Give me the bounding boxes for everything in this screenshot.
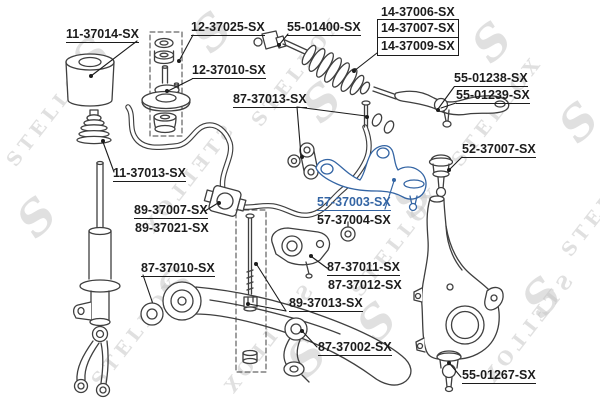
- part-label-52-37007-sx: 52-37007-SX: [462, 142, 536, 158]
- part-label-55-01239-sx: 55-01239-SX: [456, 88, 530, 104]
- bump-stop-drawing: [65, 53, 115, 107]
- stabilizer-link-drawing: [287, 100, 395, 242]
- part-label-57-37004-sx: 57-37004-SX: [317, 213, 391, 227]
- highlight-leader-line: [384, 178, 396, 210]
- part-label-14-37007-sx: 14-37007-SX: [381, 21, 455, 35]
- part-label-89-37013-sx: 89-37013-SX: [289, 296, 363, 312]
- part-label-89-37021-sx: 89-37021-SX: [135, 221, 209, 235]
- radius-rod-bushing-drawing: [283, 317, 310, 383]
- part-label-87-37002-sx: 87-37002-SX: [318, 340, 392, 356]
- part-label-11-37014-sx: 11-37014-SX: [66, 27, 139, 43]
- part-label-14-37006-sx: 14-37006-SX: [381, 5, 455, 19]
- steering-rack-drawing: [253, 30, 510, 128]
- part-label-12-37025-sx: 12-37025-SX: [191, 20, 265, 36]
- stabilizer-bushing-bracket-drawing: [203, 185, 247, 217]
- part-label-87-37010-sx: 87-37010-SX: [141, 261, 215, 277]
- part-label-57-37003-sx-selected[interactable]: 57-37003-SX: [317, 195, 391, 211]
- part-label-14-37009-sx: 14-37009-SX: [378, 37, 458, 55]
- part-label-12-37010-sx: 12-37010-SX: [192, 63, 266, 79]
- part-label-87-37011-sx: 87-37011-SX: [327, 260, 400, 276]
- upper-arm-bracket-drawing: [271, 227, 331, 279]
- dust-boot-drawing: [76, 109, 112, 145]
- part-label-55-01267-sx: 55-01267-SX: [462, 368, 536, 384]
- part-label-87-37013-sx: 87-37013-SX: [233, 92, 307, 108]
- upper-control-arm-drawing: [315, 145, 427, 212]
- strut-drawing: [72, 160, 121, 398]
- part-label-89-37007-sx: 89-37007-SX: [134, 203, 208, 219]
- part-label-group-box: 14-37007-SX 14-37009-SX: [377, 19, 459, 56]
- leader-lines: [89, 33, 463, 378]
- part-label-55-01400-sx: 55-01400-SX: [287, 20, 361, 36]
- part-label-11-37013-sx: 11-37013-SX: [113, 166, 186, 182]
- part-label-87-37012-sx: 87-37012-SX: [328, 278, 402, 292]
- part-label-55-01238-sx: 55-01238-SX: [454, 71, 528, 87]
- upper-ball-joint-drawing: [428, 154, 454, 198]
- steering-knuckle-drawing: [413, 195, 504, 393]
